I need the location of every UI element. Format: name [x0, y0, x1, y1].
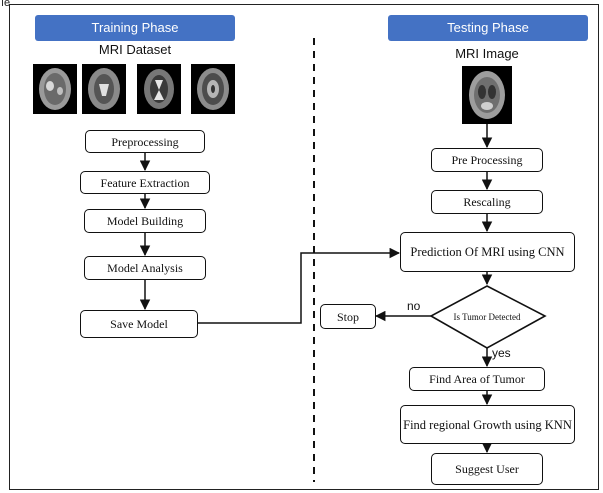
- model-building-box: Model Building: [84, 209, 206, 233]
- mri-dataset-image-3: [137, 64, 181, 114]
- rescaling-box: Rescaling: [431, 190, 543, 214]
- mri-dataset-image-4: [191, 64, 235, 114]
- save-model-box: Save Model: [80, 310, 198, 338]
- model-analysis-box: Model Analysis: [84, 256, 206, 280]
- training-phase-header: Training Phase: [35, 15, 235, 41]
- mri-dataset-image-2: [82, 64, 126, 114]
- arrow-save-to-prediction: [198, 247, 401, 324]
- suggest-user-box: Suggest User: [431, 453, 543, 485]
- corner-text: ıe: [1, 0, 11, 9]
- mri-image-title: MRI Image: [455, 46, 519, 61]
- stop-box: Stop: [320, 304, 376, 329]
- diagram-frame: [9, 4, 599, 490]
- mri-test-image: [462, 66, 512, 124]
- decision-text: Is Tumor Detected: [453, 311, 521, 322]
- feature-extraction-box: Feature Extraction: [80, 171, 210, 194]
- regional-growth-box: Find regional Growth using KNN: [400, 405, 575, 444]
- prediction-box: Prediction Of MRI using CNN: [400, 232, 575, 272]
- find-area-box: Find Area of Tumor: [409, 367, 545, 391]
- branch-no-label: no: [407, 299, 421, 313]
- mri-dataset-title: MRI Dataset: [98, 42, 172, 57]
- preprocessing-box: Preprocessing: [85, 130, 205, 153]
- branch-yes-label: yes: [492, 346, 511, 360]
- pre-processing-box: Pre Processing: [431, 148, 543, 172]
- testing-phase-header: Testing Phase: [388, 15, 588, 41]
- mri-dataset-image-1: [33, 64, 77, 114]
